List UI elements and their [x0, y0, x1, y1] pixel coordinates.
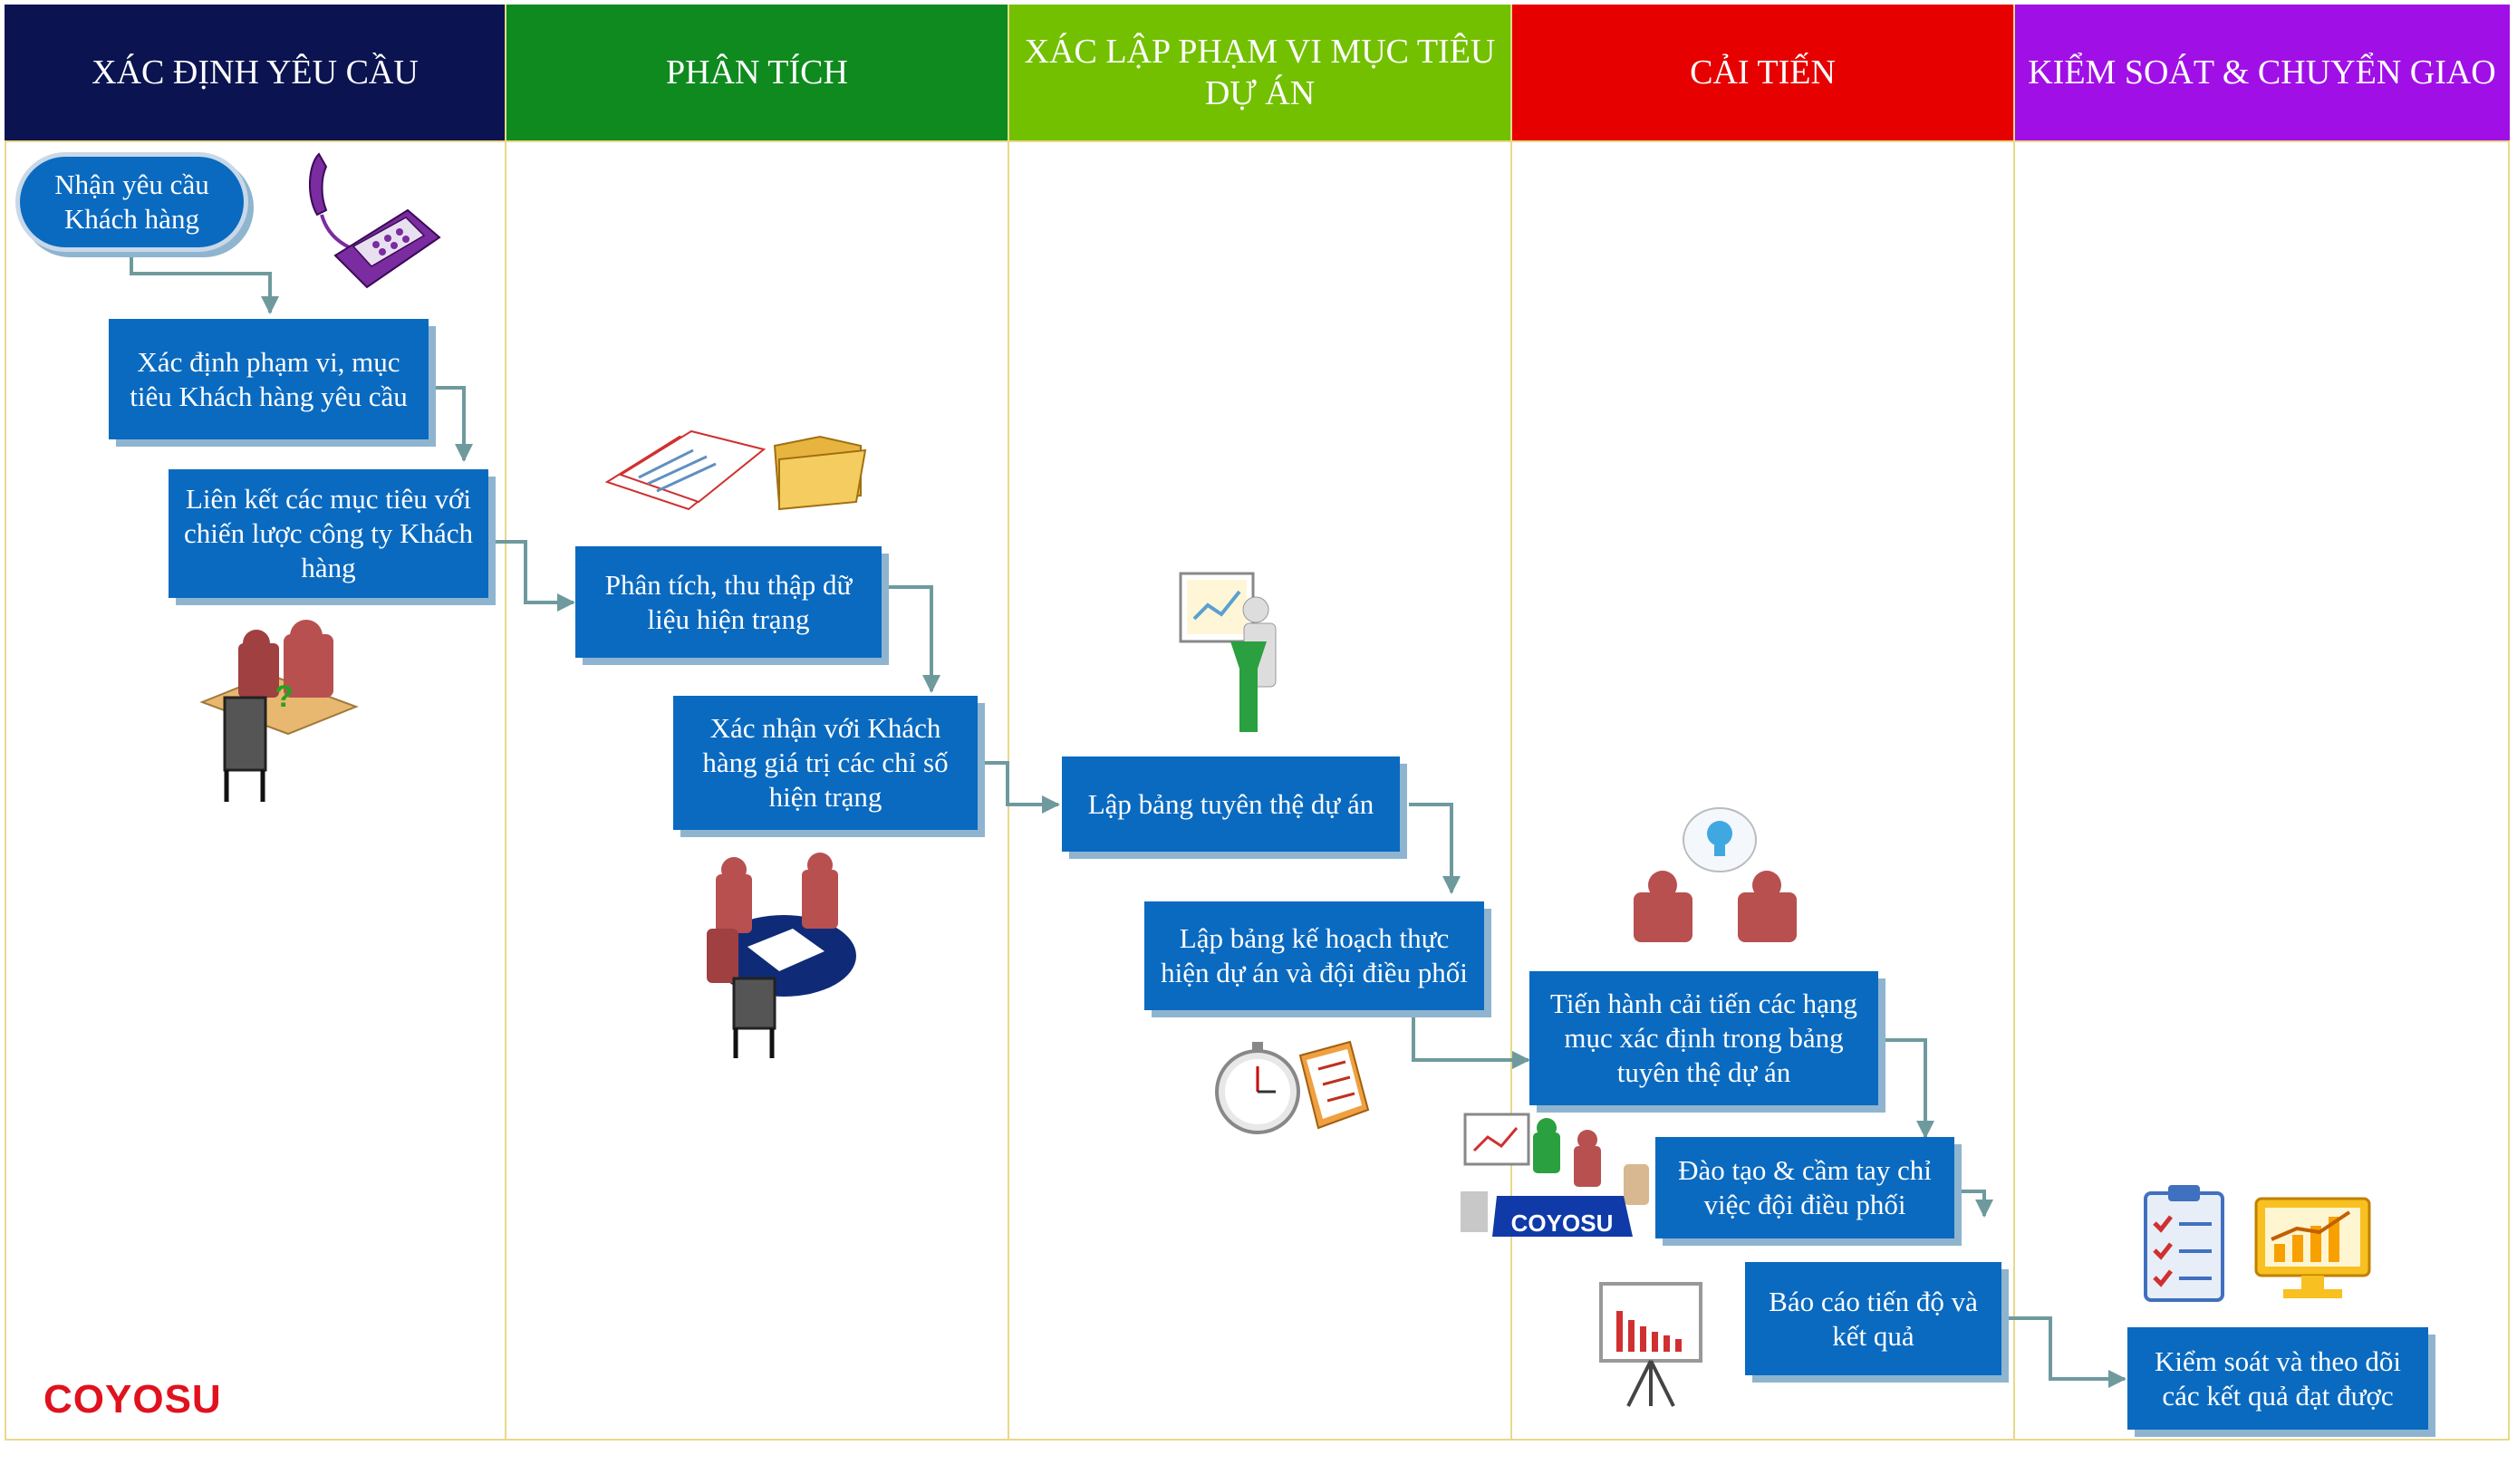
- connector-9: [1957, 1190, 1993, 1218]
- chart-easel-icon: [1599, 1282, 1702, 1407]
- lane-divider: [2013, 5, 2015, 1441]
- step-confirm-metrics: Xác nhận với Khách hàng giá trị các chỉ …: [673, 696, 978, 830]
- connector-6: [1409, 803, 1461, 894]
- lane-header-scope: XÁC LẬP PHẠM VI MỤC TIÊU DỰ ÁN: [1008, 5, 1511, 140]
- connector-2: [430, 386, 473, 462]
- connector-5: [981, 761, 1060, 814]
- connector-7: [1412, 1010, 1530, 1069]
- lane-header-analysis: PHÂN TÍCH: [506, 5, 1008, 140]
- connector-4: [886, 585, 940, 693]
- connector-1: [130, 254, 279, 314]
- telephone-icon: [308, 152, 441, 289]
- idea-discussion-icon: [1634, 807, 1797, 942]
- step-control: Kiểm soát và theo dõi các kết quả đạt đư…: [2127, 1327, 2428, 1430]
- step-training: Đào tạo & cầm tay chỉ việc đội điều phối: [1655, 1137, 1954, 1238]
- lane-divider: [1008, 5, 1009, 1441]
- step-define-scope: Xác định phạm vi, mục tiêu Khách hàng yê…: [109, 319, 429, 439]
- lane-header-control: KIỂM SOÁT & CHUYỂN GIAO: [2014, 5, 2510, 140]
- header-divider: [5, 140, 2510, 142]
- lane-divider: [1510, 5, 1512, 1441]
- svg-text:?: ?: [275, 679, 294, 714]
- step-analyze-data: Phân tích, thu thập dữ liệu hiện trạng: [575, 546, 882, 658]
- stopwatch-checklist-icon: [1215, 1040, 1370, 1134]
- step-link-goals: Liên kết các mục tiêu với chiến lược côn…: [169, 469, 488, 598]
- monitor-growth-icon: [2254, 1197, 2371, 1298]
- connector-3: [494, 540, 575, 612]
- coyosu-logo: COYOSU: [43, 1377, 222, 1421]
- step-project-charter: Lập bảng tuyên thệ dự án: [1062, 756, 1400, 852]
- meeting-table-icon: [707, 853, 856, 1058]
- connector-10: [2002, 1316, 2126, 1388]
- connector-8: [1880, 1038, 1934, 1139]
- lane-header-requirements: XÁC ĐỊNH YÊU CẦU: [5, 5, 506, 140]
- desk-worker-icon: ?: [199, 620, 359, 802]
- step-project-plan: Lập bảng kế hoạch thực hiện dự án và đội…: [1144, 901, 1484, 1010]
- presenter-icon: [1179, 572, 1277, 732]
- step-receive-request: Nhận yêu cầu Khách hàng: [15, 152, 248, 252]
- checklist-clipboard-icon: [2144, 1185, 2224, 1302]
- documents-folder-icon: [604, 429, 867, 511]
- step-implement-improvement: Tiến hành cải tiến các hạng mục xác định…: [1529, 971, 1878, 1105]
- lane-header-improvement: CẢI TIẾN: [1511, 5, 2014, 140]
- lane-divider: [505, 5, 506, 1441]
- coyosu-training-icon: COYOSU: [1461, 1113, 1649, 1237]
- coyosu-banner-text: COYOSU: [1511, 1209, 1614, 1237]
- step-report: Báo cáo tiến độ và kết quả: [1745, 1262, 2001, 1375]
